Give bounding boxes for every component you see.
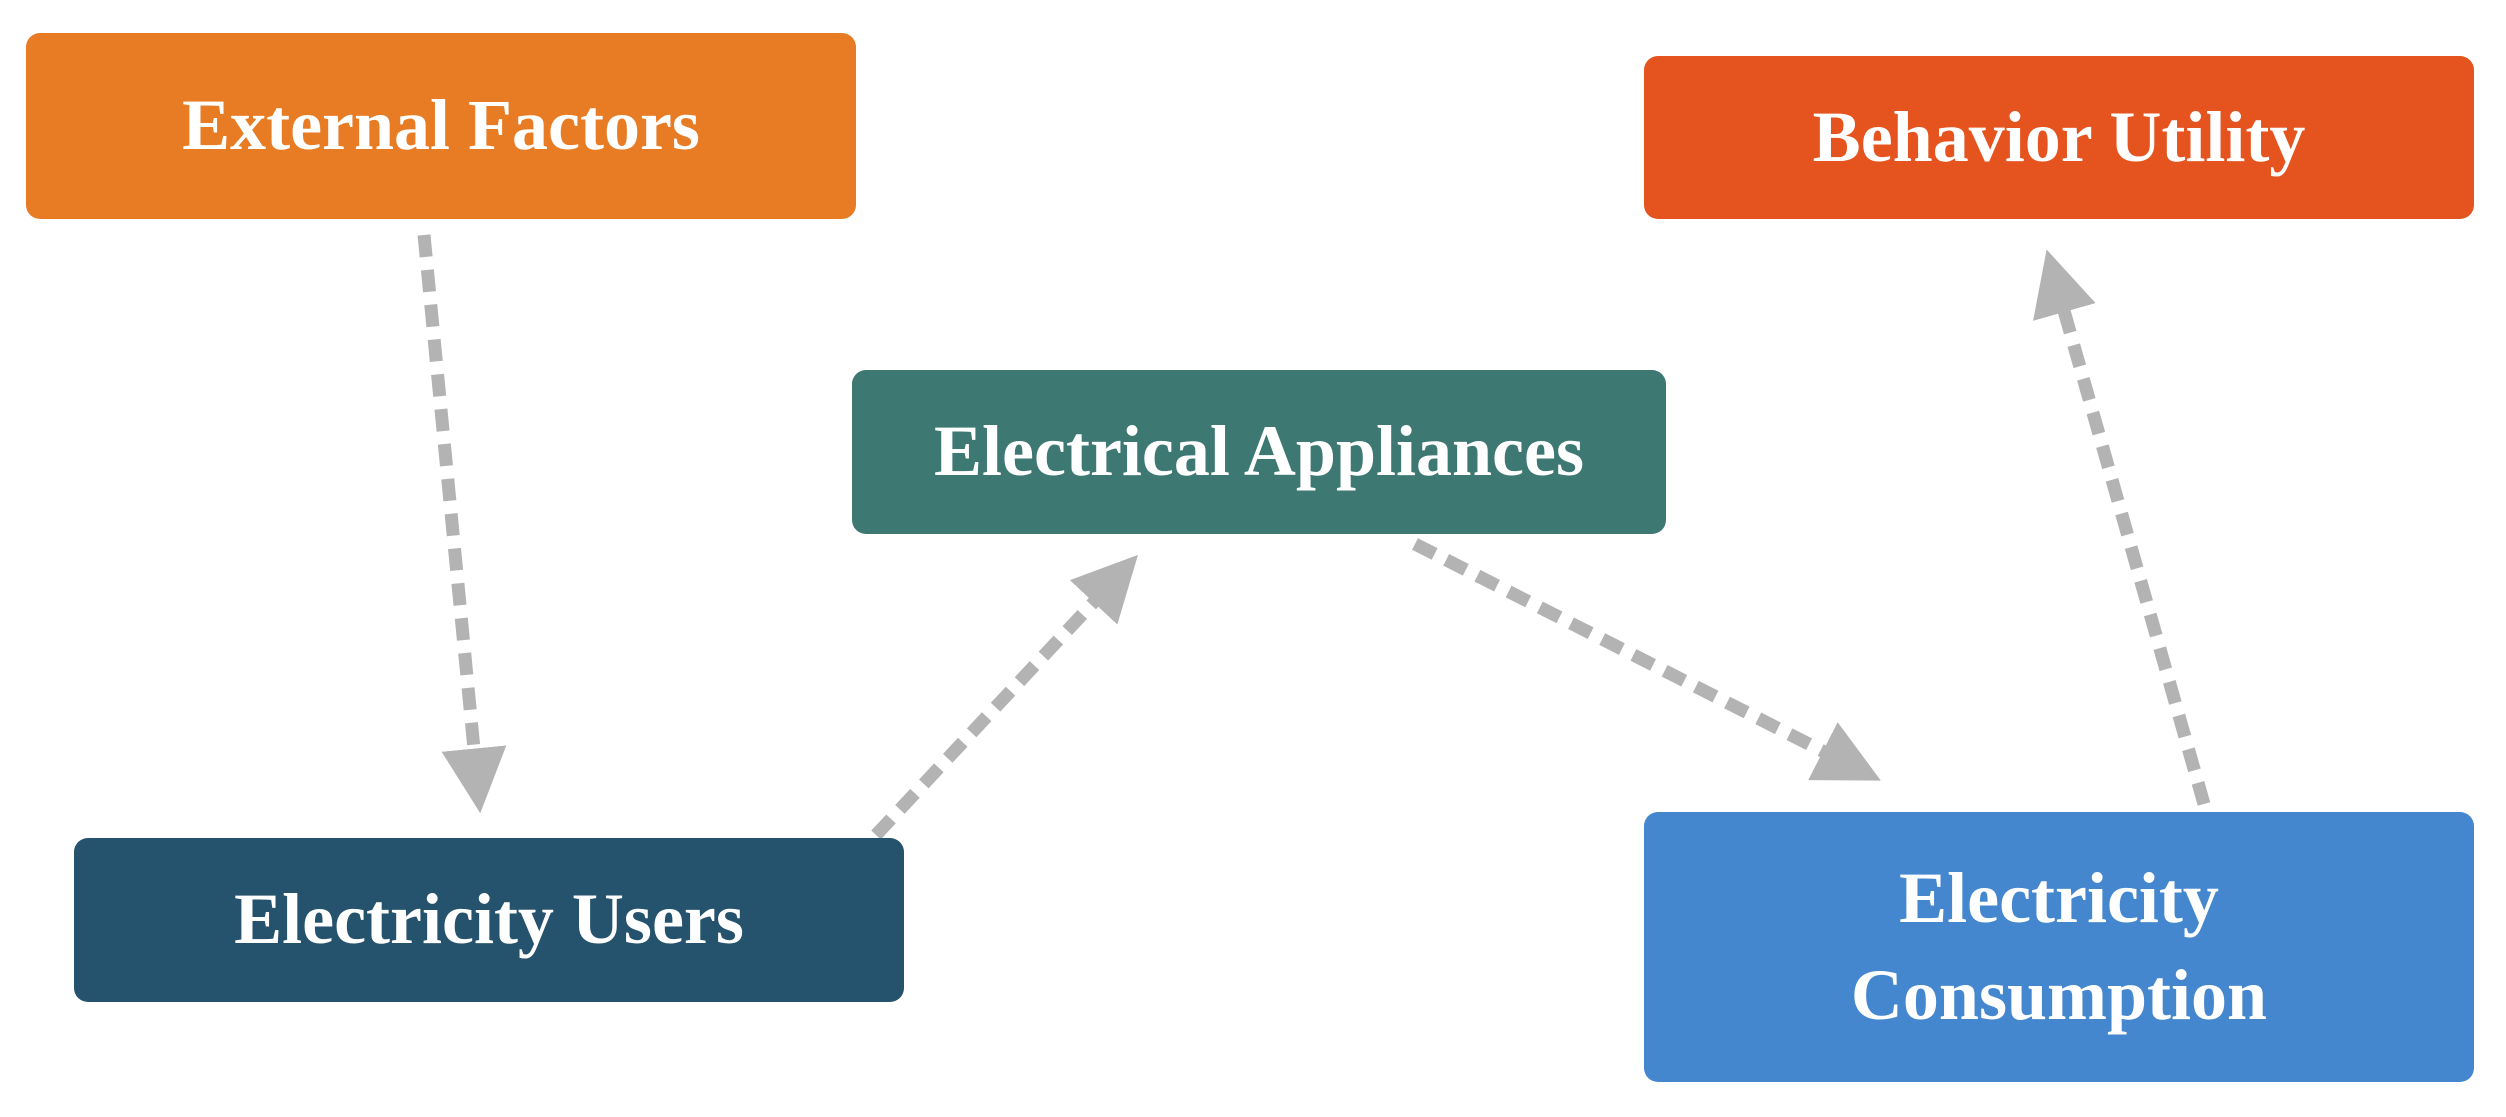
node-label-line-2: Consumption — [1850, 955, 2268, 1035]
edge-appliances-to-consumption — [1412, 538, 1881, 781]
node-behavior-utility: Behavior Utility — [1644, 56, 2474, 219]
node-external-factors: External Factors — [26, 33, 856, 219]
node-electricity-consumption: Electricity Consumption — [1644, 812, 2474, 1082]
node-label-line-1: Electricity — [1899, 857, 2219, 938]
node-label-electrical-appliances: Electrical Appliances — [934, 411, 1584, 492]
node-electricity-users: Electricity Users — [74, 838, 904, 1002]
node-label-behavior-utility: Behavior Utility — [1812, 96, 2306, 177]
node-label-electricity-consumption: Electricity Consumption — [1851, 850, 2267, 1044]
node-label-external-factors: External Factors — [182, 85, 700, 166]
node-label-electricity-users: Electricity Users — [234, 879, 744, 960]
edge-external-to-users — [417, 234, 507, 814]
edge-users-to-appliances — [871, 554, 1138, 840]
node-electrical-appliances: Electrical Appliances — [852, 370, 1666, 534]
edge-consumption-to-behavior — [2033, 249, 2211, 806]
